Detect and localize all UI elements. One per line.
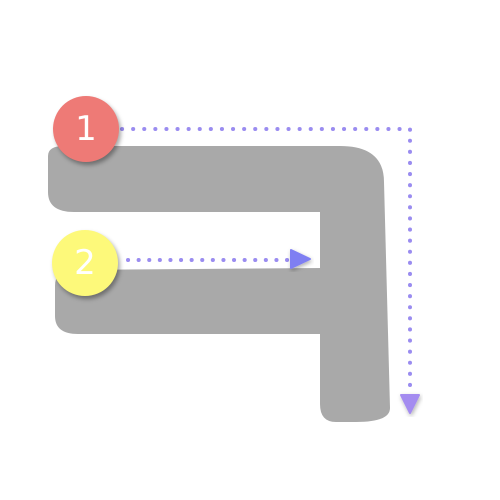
stroke-2-arrowhead [290, 249, 311, 269]
step-number-2: 2 [74, 243, 96, 283]
character-stroke-2 [55, 268, 322, 334]
stroke-1-arrow-dotted-line [120, 127, 412, 392]
stroke-2-arrow [126, 249, 311, 269]
stroke-1-arrowhead [400, 394, 420, 414]
stroke-1-arrow [120, 127, 420, 414]
step-badge-2: 2 [52, 230, 118, 296]
step-badge-1: 1 [53, 96, 119, 162]
step-number-1: 1 [75, 109, 97, 149]
